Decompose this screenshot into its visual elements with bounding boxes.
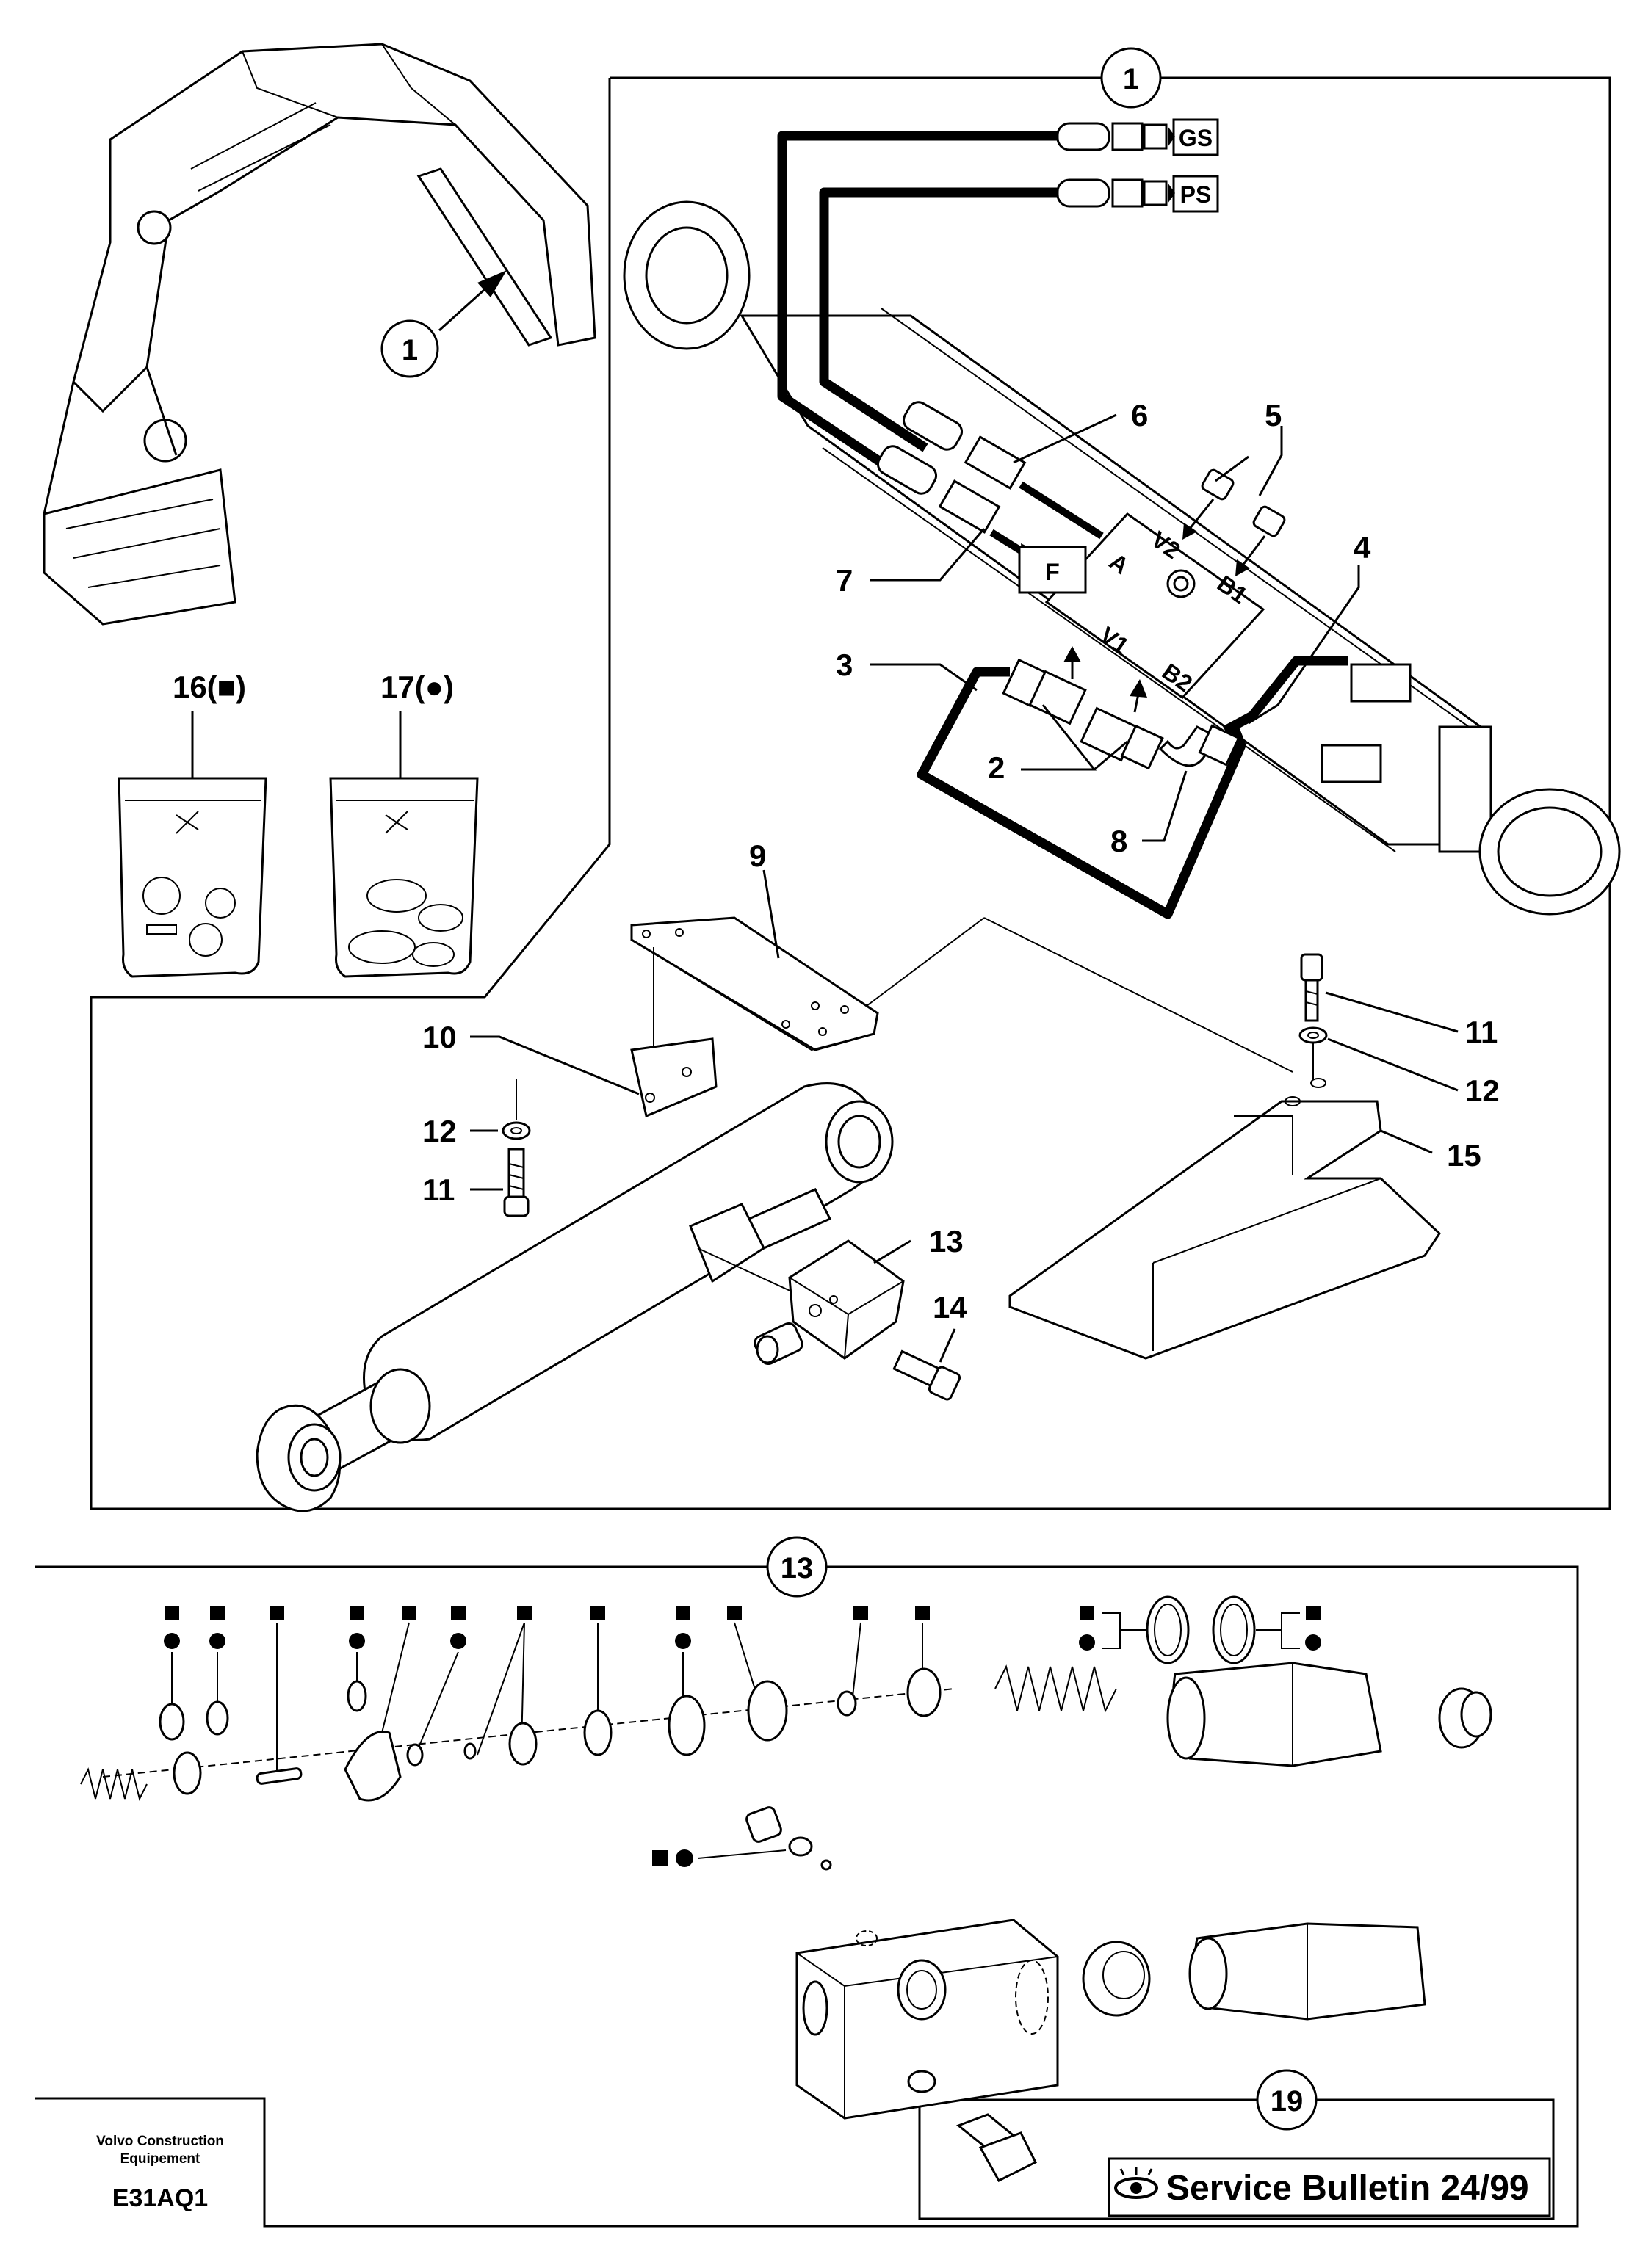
fittings-2-8 — [1002, 646, 1240, 770]
label-12-left: 12 — [422, 1114, 457, 1148]
plugs-5 — [1182, 468, 1286, 576]
bolt-washer-11-12-right: 11 12 — [1298, 953, 1500, 1108]
callout-19: 19 — [1271, 2085, 1304, 2117]
port-ps-label: PS — [1180, 181, 1212, 208]
port-f-label: F — [1045, 559, 1060, 585]
label-8: 8 — [1110, 824, 1127, 858]
label-4: 4 — [1354, 530, 1371, 565]
bolt-14: 14 — [892, 1290, 967, 1401]
label-2: 2 — [988, 750, 1005, 785]
cylinder-lower — [256, 1037, 894, 1512]
port-box-f: F — [1018, 543, 1087, 594]
callout-19-group: 19 — [1256, 2069, 1318, 2131]
company-line1: Volvo Construction — [96, 2134, 224, 2149]
callout-1-top: 1 — [1123, 63, 1139, 95]
footer-company: Volvo Construction Equipement E31AQ1 — [96, 2134, 224, 2212]
valve-housing — [795, 1919, 1426, 2182]
callout-circle-1-inset — [380, 319, 439, 378]
eye-icon — [1114, 2167, 1158, 2199]
section-13-parts — [80, 1595, 1492, 1871]
service-bulletin-text: Service Bulletin 24/99 — [1166, 2169, 1529, 2208]
frame-section-13 — [35, 1565, 1579, 2228]
seal-kit-17: 17(●) — [329, 670, 479, 978]
label-15: 15 — [1447, 1138, 1481, 1173]
hose-fittings — [876, 401, 1104, 554]
label-17: 17(●) — [380, 670, 454, 704]
hose-gs — [777, 122, 1168, 482]
valve-block: A V2 B1 V1 B2 — [1044, 512, 1265, 699]
seal-kit-16: 16(■) — [118, 670, 267, 978]
label-9: 9 — [749, 838, 766, 873]
leaders-upper: 6 5 4 7 3 2 8 — [836, 398, 1371, 858]
label-7: 7 — [836, 563, 853, 598]
port-box-gs: GS — [1168, 118, 1219, 156]
label-10: 10 — [422, 1020, 457, 1054]
callout-13-section: 13 — [781, 1552, 814, 1584]
frame-service-bulletin — [918, 2098, 1555, 2220]
plate-9: 9 — [630, 838, 1293, 1109]
callout-13-section-group: 13 — [766, 1536, 828, 1598]
label-3: 3 — [836, 648, 853, 682]
label-12-right: 12 — [1465, 1073, 1500, 1108]
callout-1-top-group: 1 — [1100, 47, 1162, 109]
company-line2: Equipement — [120, 2151, 200, 2167]
excavator-illustration — [43, 43, 596, 626]
section-13-leaders — [102, 1612, 1300, 1778]
label-6: 6 — [1131, 398, 1148, 432]
drawing-code: E31AQ1 — [112, 2184, 208, 2212]
label-11-left: 11 — [422, 1173, 455, 1207]
frame-main — [90, 76, 1611, 1510]
port-box-ps: PS — [1168, 175, 1219, 213]
hose-loop-3-4 — [917, 656, 1348, 919]
bracket-15: 15 — [1008, 1078, 1481, 1360]
service-bulletin: Service Bulletin 24/99 — [1114, 2167, 1529, 2208]
callout-1-inset: 1 — [402, 334, 418, 366]
label-14: 14 — [933, 1290, 967, 1325]
washer-bolt-12-11-left: 12 11 10 — [422, 1020, 640, 1217]
inset-callout-1: 1 — [380, 270, 507, 378]
label-11-right: 11 — [1465, 1015, 1498, 1049]
port-gs-label: GS — [1179, 125, 1213, 151]
label-13: 13 — [929, 1224, 964, 1258]
valve-block-13: 13 — [754, 1224, 964, 1366]
legend-markers — [164, 1606, 1321, 1651]
label-5: 5 — [1265, 398, 1282, 432]
hose-ps — [819, 178, 1168, 452]
label-16: 16(■) — [173, 670, 246, 704]
